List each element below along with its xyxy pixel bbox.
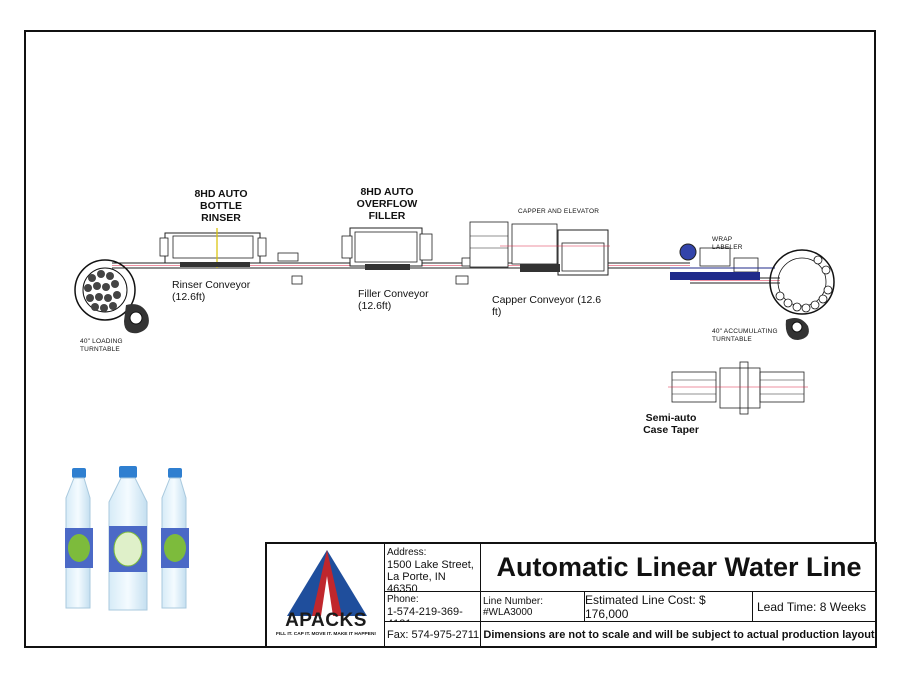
- rinser-conveyor-motor: [277, 252, 303, 285]
- phone-number: 1-574-219-369-4131: [387, 606, 463, 621]
- logo-cell: APACKS FILL IT. CAP IT. MOVE IT. MAKE IT…: [267, 544, 385, 648]
- case-taper: [668, 361, 808, 415]
- accumulating-turntable-label: 40" ACCUMULATING TURNTABLE: [712, 328, 778, 343]
- fax-number: Fax: 574-975-2711: [385, 622, 481, 648]
- loading-turntable-label: 40" LOADING TURNTABLE: [80, 338, 123, 353]
- accumulating-turntable: [769, 249, 835, 340]
- bottle-center: [108, 466, 148, 611]
- lead-time: Lead Time: 8 Weeks: [753, 592, 877, 622]
- wrap-labeler: [670, 243, 775, 280]
- bottle-left: [65, 468, 93, 609]
- loading-turntable: [74, 259, 149, 334]
- line-number: Line Number: #WLA3000: [481, 592, 585, 622]
- apacks-logo-icon: [287, 550, 367, 616]
- capper-elevator: [469, 221, 610, 276]
- case-taper-label: Semi-auto Case Taper: [643, 412, 699, 436]
- logo-tagline: FILL IT. CAP IT. MOVE IT. MAKE IT HAPPEN…: [275, 632, 377, 637]
- bottle-rinser: [159, 228, 267, 268]
- phone-cell: Phone: 1-574-219-369-4131: [385, 592, 481, 622]
- water-bottles-image: [65, 466, 189, 611]
- address-label: Address:: [387, 547, 427, 558]
- overflow-filler: [341, 227, 433, 270]
- rinser-title: 8HD AUTO BOTTLE RINSER: [194, 188, 248, 224]
- address-line1: 1500 Lake Street,: [387, 559, 474, 571]
- bottle-right: [161, 468, 189, 609]
- rinser-conveyor-label: Rinser Conveyor (12.6ft): [172, 279, 251, 303]
- estimated-cost: Estimated Line Cost: $ 176,000: [585, 592, 753, 622]
- title-block: APACKS FILL IT. CAP IT. MOVE IT. MAKE IT…: [265, 542, 877, 648]
- wrap-labeler-label: WRAP LABELER: [712, 236, 743, 251]
- filler-title: 8HD AUTO OVERFLOW FILLER: [356, 186, 418, 222]
- disclaimer: Dimensions are not to scale and will be …: [483, 629, 875, 641]
- capper-conveyor-label: Capper Conveyor (12.6 ft): [492, 294, 602, 318]
- address-line2: La Porte, IN 46350: [387, 571, 446, 592]
- filler-conveyor-label: Filler Conveyor (12.6ft): [358, 288, 429, 312]
- phone-label: Phone:: [387, 594, 419, 605]
- logo-name: APACKS: [285, 610, 367, 631]
- address-cell: Address: 1500 Lake Street, La Porte, IN …: [385, 544, 481, 592]
- drawing-title: Automatic Linear Water Line: [481, 544, 877, 592]
- capper-elevator-label: CAPPER AND ELEVATOR: [518, 208, 600, 215]
